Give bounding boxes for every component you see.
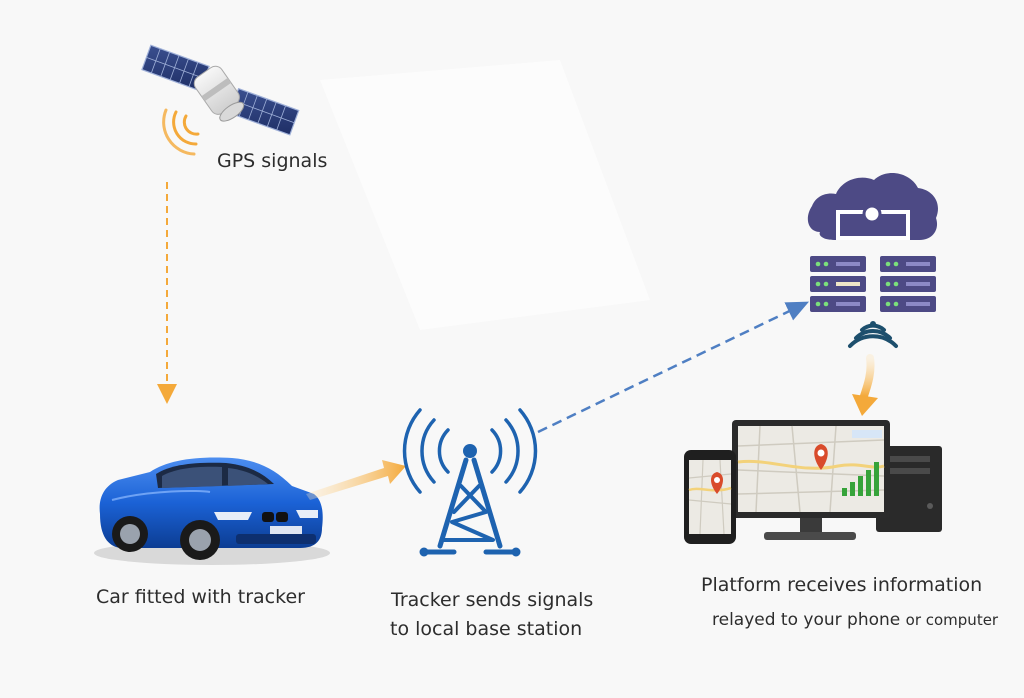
car-label: Car fitted with tracker [96,586,305,608]
platform-label-phone: relayed to your phone [712,610,901,630]
car-to-tower-arrow [306,460,406,500]
cell-tower-icon [402,408,538,557]
gps-signals-label: GPS signals [217,150,328,172]
pc-tower-icon [876,446,942,532]
wifi-signal-icon [848,321,898,348]
platform-label-line2: relayed to your phone or computer [712,610,998,630]
monitor-icon [732,420,890,540]
phone-icon [684,450,736,544]
platform-label-line1: Platform receives information [701,574,983,596]
cloud-server-icon [807,173,938,312]
tower-label-line1: Tracker sends signals [391,589,594,611]
tower-to-server-arrow [537,301,810,434]
satellite-icon [141,44,300,156]
background-sheen [320,60,650,330]
car-icon [94,457,330,565]
tower-label-line2: to local base station [390,618,583,640]
server-to-devices-arrow [852,354,878,416]
platform-label-computer: or computer [905,611,999,629]
